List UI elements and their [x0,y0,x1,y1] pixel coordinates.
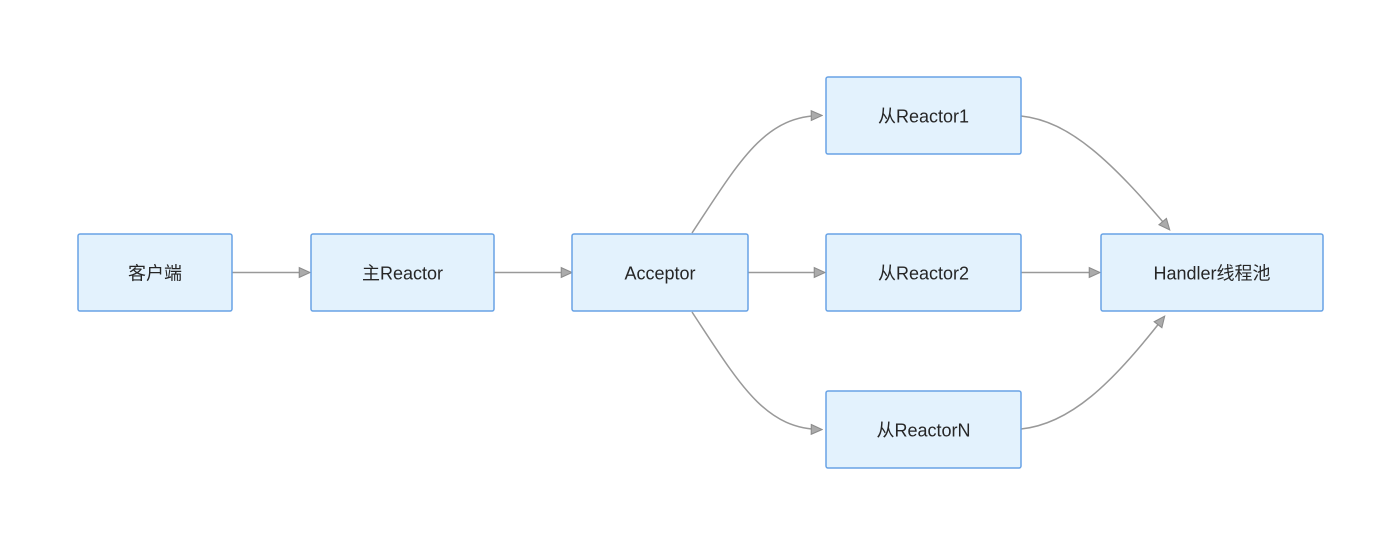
node-sub-reactor-2-box [825,233,1022,312]
node-client-label: 客户端 [128,264,182,284]
node-sub-reactor-1-label: 从Reactor1 [878,107,969,127]
node-main-reactor-label: 主Reactor [362,264,443,284]
node-sub-reactor-n-label: 从ReactorN [876,421,970,441]
edge-sub-reactor-1-to-handler-pool [1020,115,1169,229]
node-acceptor: Acceptor [571,233,749,312]
node-sub-reactor-1-box [825,76,1022,155]
node-handler-pool-label: Handler线程池 [1153,264,1270,284]
node-sub-reactor-n-box [825,390,1022,469]
node-main-reactor-box [310,233,495,312]
node-sub-reactor-1: 从Reactor1 [825,76,1022,155]
node-handler-pool: Handler线程池 [1100,233,1324,312]
node-acceptor-box [571,233,749,312]
node-main-reactor: 主Reactor [310,233,495,312]
node-client-box [77,233,233,312]
edge-acceptor-to-sub-reactor-1 [691,116,821,234]
node-client: 客户端 [77,233,233,312]
node-sub-reactor-2-label: 从Reactor2 [878,264,969,284]
node-acceptor-label: Acceptor [624,264,695,284]
edge-acceptor-to-sub-reactor-n [691,311,821,430]
node-handler-pool-box [1100,233,1324,312]
node-sub-reactor-2: 从Reactor2 [825,233,1022,312]
node-sub-reactor-n: 从ReactorN [825,390,1022,469]
edge-sub-reactor-n-to-handler-pool [1020,317,1164,430]
